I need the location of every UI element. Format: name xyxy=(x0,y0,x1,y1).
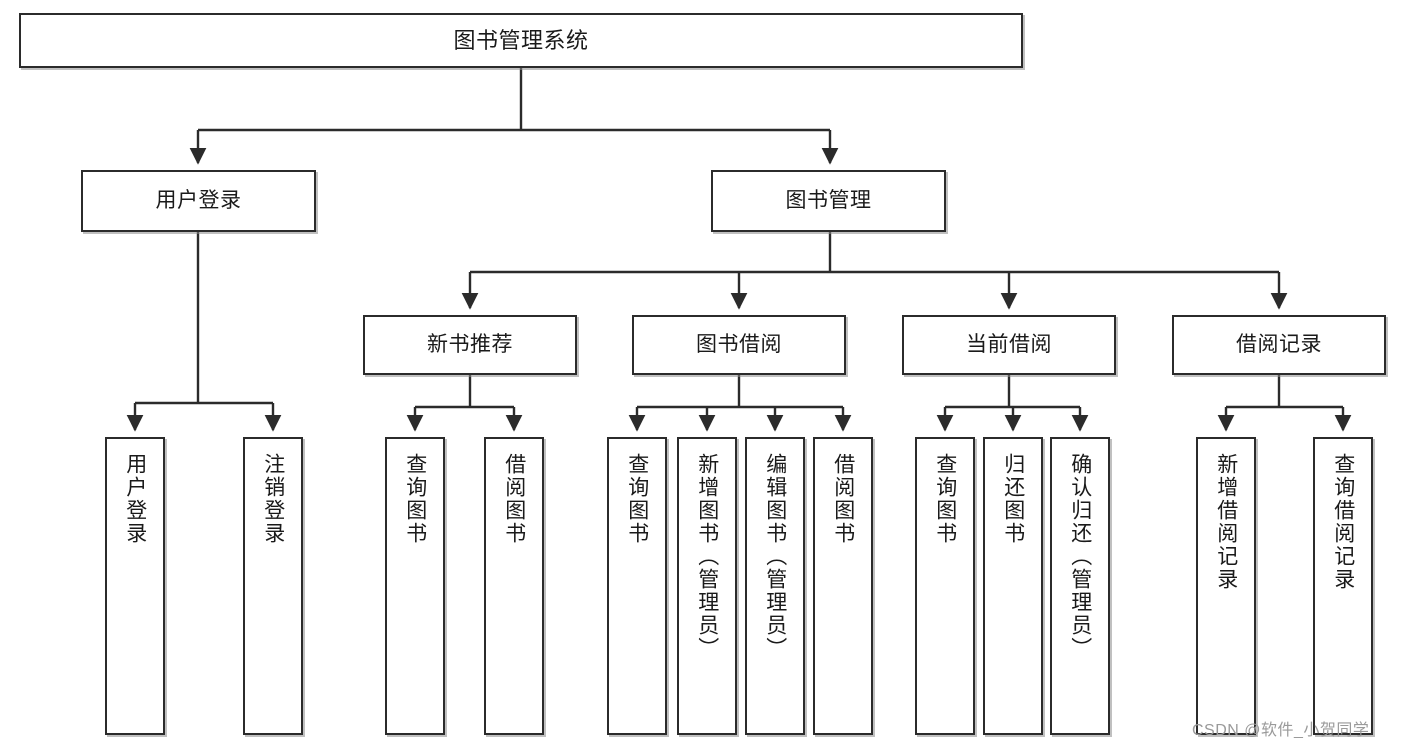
node-root[interactable]: 图书管理系统 xyxy=(19,13,1023,68)
node-leaf-user-login[interactable]: 用户登录 xyxy=(105,437,165,735)
node-leaf-query-book-1-label: 查询图书 xyxy=(403,453,427,545)
node-new-book-recommend-label: 新书推荐 xyxy=(427,332,513,356)
node-leaf-query-record[interactable]: 查询借阅记录 xyxy=(1313,437,1373,735)
node-current-borrow[interactable]: 当前借阅 xyxy=(902,315,1116,375)
node-leaf-return-book[interactable]: 归还图书 xyxy=(983,437,1043,735)
node-leaf-borrow-book-1-label: 借阅图书 xyxy=(502,453,526,545)
node-leaf-add-record-label: 新增借阅记录 xyxy=(1214,453,1238,591)
node-leaf-query-book-1[interactable]: 查询图书 xyxy=(385,437,445,735)
node-book-manage[interactable]: 图书管理 xyxy=(711,170,946,232)
node-book-borrow[interactable]: 图书借阅 xyxy=(632,315,846,375)
node-leaf-query-book-3-label: 查询图书 xyxy=(933,453,957,545)
node-leaf-borrow-book-1[interactable]: 借阅图书 xyxy=(484,437,544,735)
node-leaf-confirm-return-label: 确认归还（管理员） xyxy=(1068,453,1092,660)
node-borrow-record-label: 借阅记录 xyxy=(1236,332,1322,356)
node-leaf-user-login-label: 用户登录 xyxy=(123,453,147,545)
node-leaf-edit-book-label: 编辑图书（管理员） xyxy=(763,453,787,660)
node-leaf-edit-book[interactable]: 编辑图书（管理员） xyxy=(745,437,805,735)
node-leaf-query-book-3[interactable]: 查询图书 xyxy=(915,437,975,735)
node-leaf-add-book[interactable]: 新增图书（管理员） xyxy=(677,437,737,735)
node-leaf-query-book-2-label: 查询图书 xyxy=(625,453,649,545)
node-book-borrow-label: 图书借阅 xyxy=(696,332,782,356)
node-leaf-query-record-label: 查询借阅记录 xyxy=(1331,453,1355,591)
node-leaf-add-record[interactable]: 新增借阅记录 xyxy=(1196,437,1256,735)
node-leaf-borrow-book-2[interactable]: 借阅图书 xyxy=(813,437,873,735)
node-current-borrow-label: 当前借阅 xyxy=(966,332,1052,356)
csdn-watermark: CSDN @软件_小贺同学 xyxy=(1192,722,1370,739)
node-user-login-label: 用户登录 xyxy=(155,188,242,212)
node-leaf-add-book-label: 新增图书（管理员） xyxy=(695,453,719,660)
node-borrow-record[interactable]: 借阅记录 xyxy=(1172,315,1386,375)
node-leaf-return-book-label: 归还图书 xyxy=(1001,453,1025,545)
node-leaf-borrow-book-2-label: 借阅图书 xyxy=(831,453,855,545)
node-leaf-user-logout-label: 注销登录 xyxy=(261,453,285,545)
node-user-login[interactable]: 用户登录 xyxy=(81,170,316,232)
node-leaf-query-book-2[interactable]: 查询图书 xyxy=(607,437,667,735)
node-new-book-recommend[interactable]: 新书推荐 xyxy=(363,315,577,375)
node-leaf-user-logout[interactable]: 注销登录 xyxy=(243,437,303,735)
node-book-manage-label: 图书管理 xyxy=(785,188,872,212)
node-root-label: 图书管理系统 xyxy=(453,27,589,53)
node-leaf-confirm-return[interactable]: 确认归还（管理员） xyxy=(1050,437,1110,735)
